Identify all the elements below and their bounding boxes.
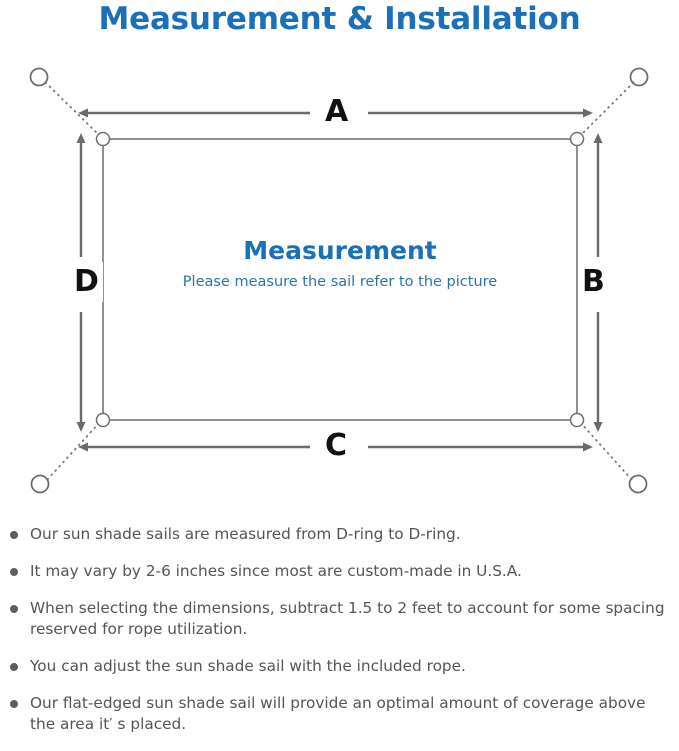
page-title: Measurement & Installation bbox=[98, 1, 581, 37]
measurement-diagram: A B C D Measurement Please measure the s… bbox=[0, 50, 679, 520]
diagram-canvas bbox=[29, 67, 649, 494]
bullet-icon bbox=[10, 568, 18, 576]
anchor-top-left bbox=[29, 67, 49, 87]
notes-list: Our sun shade sails are measured from D-… bbox=[0, 524, 679, 751]
anchor-bottom-right bbox=[628, 474, 648, 494]
note-text: It may vary by 2-6 inches since most are… bbox=[30, 562, 522, 580]
dimension-label-a: A bbox=[316, 97, 358, 127]
note-text: Our sun shade sails are measured from D-… bbox=[30, 525, 461, 543]
rope-lines bbox=[44, 81, 635, 481]
d-ring-top-left bbox=[95, 131, 111, 147]
note-text: When selecting the dimensions, subtract … bbox=[30, 599, 665, 638]
rope-top-left bbox=[44, 81, 101, 137]
rope-top-right bbox=[579, 81, 635, 137]
d-ring-bottom-right bbox=[569, 412, 585, 428]
note-text: You can adjust the sun shade sail with t… bbox=[30, 657, 466, 675]
diagram-center-text: Measurement Please measure the sail refe… bbox=[103, 236, 577, 292]
bullet-icon bbox=[10, 605, 18, 613]
sail-body bbox=[102, 138, 578, 421]
list-item: Our flat-edged sun shade sail will provi… bbox=[0, 693, 679, 735]
dimension-arrows bbox=[76, 108, 603, 452]
d-ring-bottom-left bbox=[95, 412, 111, 428]
list-item: You can adjust the sun shade sail with t… bbox=[0, 656, 679, 677]
rope-bottom-right bbox=[579, 421, 633, 481]
dimension-label-d: D bbox=[70, 262, 103, 302]
dimension-label-c: C bbox=[316, 431, 357, 461]
list-item: When selecting the dimensions, subtract … bbox=[0, 598, 679, 640]
d-ring-top-right bbox=[569, 131, 585, 147]
anchor-bottom-left bbox=[30, 474, 50, 494]
d-rings bbox=[95, 131, 585, 428]
measurement-heading: Measurement bbox=[243, 236, 437, 265]
rope-bottom-left bbox=[46, 421, 101, 481]
bullet-icon bbox=[10, 531, 18, 539]
list-item: Our sun shade sails are measured from D-… bbox=[0, 524, 679, 545]
note-text: Our flat-edged sun shade sail will provi… bbox=[30, 694, 646, 733]
bullet-icon bbox=[10, 663, 18, 671]
measurement-subtitle: Please measure the sail refer to the pic… bbox=[182, 274, 498, 290]
anchor-points bbox=[29, 67, 649, 494]
anchor-top-right bbox=[629, 67, 649, 87]
list-item: It may vary by 2-6 inches since most are… bbox=[0, 561, 679, 582]
dimension-label-b: B bbox=[578, 262, 609, 302]
bullet-icon bbox=[10, 700, 18, 708]
